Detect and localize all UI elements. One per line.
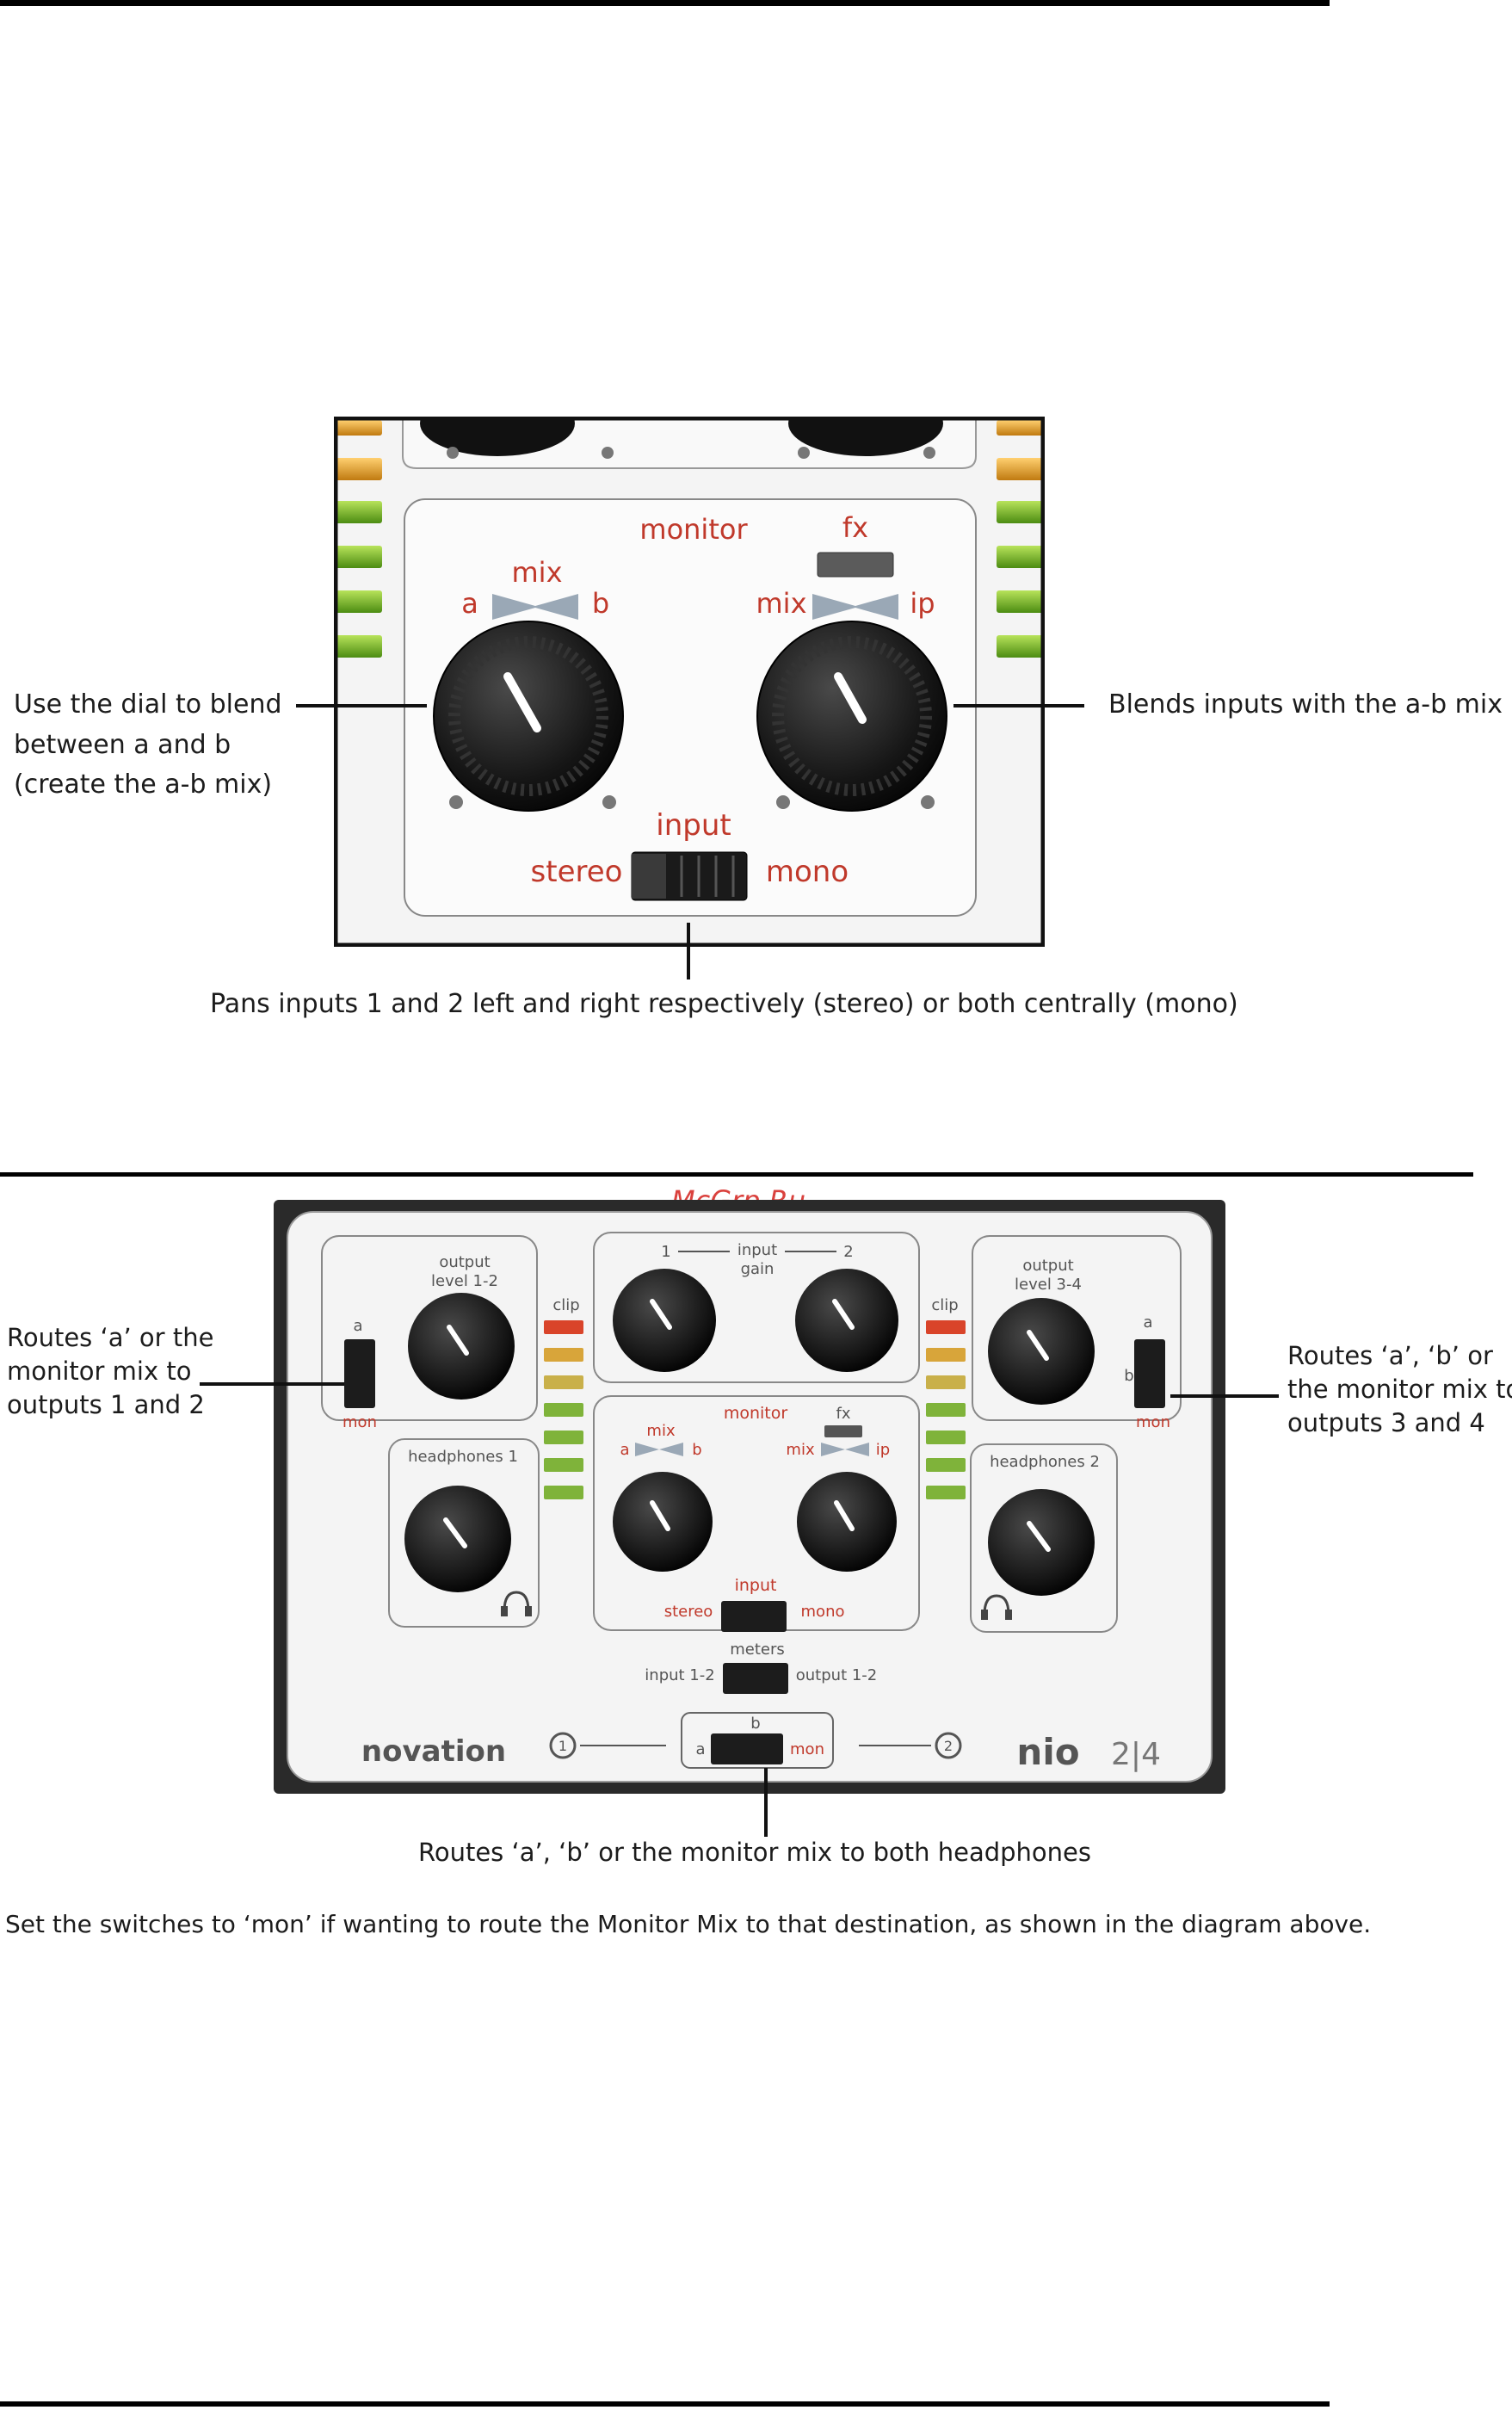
blends-inputs-annotation: Blends inputs with the a-b mix — [1108, 685, 1503, 726]
output-12-label: output — [439, 1253, 490, 1271]
pans-inputs-annotation: Pans inputs 1 and 2 left and right respe… — [210, 985, 1238, 1025]
input-gain-2-knob[interactable] — [795, 1269, 898, 1372]
headphone-routing-a-label: a — [695, 1740, 705, 1758]
brand-logo: novation — [361, 1734, 506, 1769]
fx-button-small[interactable] — [824, 1425, 862, 1437]
ip-label: ip — [910, 587, 935, 620]
input-gain-label: input — [737, 1241, 777, 1259]
mono-label: mono — [766, 855, 849, 889]
input-label: input — [656, 808, 731, 843]
bottom-rule — [0, 2401, 1330, 2407]
output-12-knob[interactable] — [408, 1293, 515, 1400]
monitor-label-small: monitor — [724, 1404, 788, 1423]
input-label-small: input — [735, 1576, 777, 1595]
mix-label: mix — [512, 556, 563, 589]
output-34-routing-switch[interactable] — [1134, 1339, 1165, 1408]
headphones-1-knob[interactable] — [404, 1486, 511, 1592]
stereo-mono-switch-small[interactable] — [721, 1601, 787, 1632]
output-12-sublabel: level 1-2 — [431, 1272, 498, 1290]
output-34-b-label: b — [1124, 1367, 1133, 1385]
clip-label-right: clip — [931, 1296, 958, 1314]
output-34-mon-label: mon — [1136, 1413, 1170, 1431]
bottom-leader-line — [687, 923, 690, 979]
meters-switch[interactable] — [723, 1663, 788, 1694]
mix-right-label: mix — [756, 587, 807, 620]
meters-label: meters — [730, 1641, 785, 1659]
caption: Set the switches to ‘mon’ if wanting to … — [5, 1906, 1371, 1943]
b-label: b — [592, 587, 609, 620]
input-gain-1-knob[interactable] — [613, 1269, 716, 1372]
model-number: 2|4 — [1111, 1737, 1161, 1772]
headphones-2-label: headphones 2 — [990, 1453, 1100, 1471]
top-rule — [0, 0, 1330, 6]
output-34-knob[interactable] — [988, 1298, 1095, 1405]
nio-front-panel: output level 1-2 a mon clip input gain 1… — [274, 1200, 1225, 1794]
output-34-a-label: a — [1143, 1313, 1152, 1332]
ab-mix-knob[interactable] — [434, 621, 623, 811]
b-label-small: b — [692, 1441, 701, 1459]
a-label: a — [461, 587, 478, 620]
right-leader-line — [953, 704, 1084, 708]
outputs-12-annotation: Routes ‘a’ or the monitor mix to outputs… — [7, 1321, 213, 1422]
ip-label-small: ip — [876, 1441, 890, 1459]
headphone-routing-b-label: b — [750, 1715, 760, 1733]
stereo-label-small: stereo — [664, 1603, 713, 1621]
outputs-12-leader — [200, 1382, 344, 1386]
headphones-1-label: headphones 1 — [408, 1448, 518, 1466]
monitor-section-photo: monitor fx mix a b mix ip input stereo m… — [334, 417, 1045, 947]
clip-label-left: clip — [552, 1296, 579, 1314]
mono-label-small: mono — [801, 1603, 845, 1621]
output-34-label: output — [1022, 1257, 1073, 1275]
headphones-leader — [764, 1768, 768, 1837]
middle-rule — [0, 1172, 1473, 1177]
output-12-routing-switch[interactable] — [344, 1339, 375, 1408]
output-12-a-label: a — [353, 1317, 362, 1335]
headphone-routing-mon-label: mon — [790, 1740, 824, 1758]
channel-2-label: 2 — [843, 1243, 853, 1261]
monitor-label: monitor — [639, 513, 748, 546]
stereo-label: stereo — [531, 855, 623, 889]
outputs-34-annotation: Routes ‘a’, ‘b’ or the monitor mix to ou… — [1287, 1339, 1512, 1440]
model-logo: nio — [1016, 1731, 1079, 1773]
a-label-small: a — [620, 1441, 629, 1459]
fx-button[interactable] — [818, 553, 893, 577]
ab-mix-knob-small[interactable] — [613, 1472, 713, 1572]
stereo-mono-switch[interactable] — [632, 852, 747, 900]
mix-ip-knob[interactable] — [757, 621, 947, 811]
mix-right-label-small: mix — [786, 1441, 815, 1459]
output-34-sublabel: level 3-4 — [1015, 1276, 1082, 1294]
input-gain-sublabel: gain — [741, 1260, 775, 1278]
outputs-34-leader — [1170, 1394, 1279, 1398]
meters-input-label: input 1-2 — [645, 1666, 714, 1684]
left-leader-line — [296, 704, 427, 708]
headphones-2-knob[interactable] — [988, 1489, 1095, 1596]
mix-label-small: mix — [646, 1422, 676, 1440]
hp2-number: 2 — [944, 1738, 953, 1754]
meters-output-label: output 1-2 — [796, 1666, 878, 1684]
channel-1-label: 1 — [661, 1243, 670, 1261]
fx-label-small: fx — [836, 1405, 851, 1423]
output-12-mon-label: mon — [343, 1413, 377, 1431]
hp1-number: 1 — [559, 1738, 567, 1754]
headphones-annotation: Routes ‘a’, ‘b’ or the monitor mix to bo… — [418, 1833, 1091, 1872]
dial-blend-annotation: Use the dial to blend between a and b (c… — [14, 685, 282, 806]
mix-ip-knob-small[interactable] — [797, 1472, 897, 1572]
headphone-routing-switch[interactable] — [711, 1733, 783, 1764]
fx-label: fx — [842, 511, 868, 544]
